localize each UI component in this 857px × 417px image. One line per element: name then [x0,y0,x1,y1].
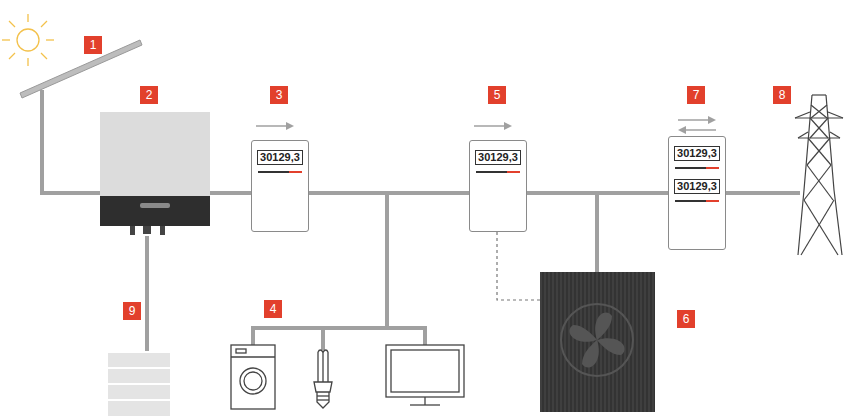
energy-meter: 30129,3 30129,3 [668,136,726,250]
callout-number: 3 [270,86,288,104]
meter-register: 30129,3 [674,146,720,169]
meter-reading: 30129,3 [257,150,303,165]
control-line [497,232,540,300]
energy-meter: 30129,3 [469,140,527,232]
solar-panel [20,40,142,98]
wire [42,90,800,352]
battery [107,352,171,417]
light-bulb [314,350,332,408]
power-pylon [795,95,843,255]
meter-register: 30129,3 [257,150,303,173]
energy-meter: 30129,3 [251,140,309,232]
monitor [386,345,464,405]
meter-indicator [675,167,719,169]
heat-pump [540,272,655,412]
callout-number: 4 [264,300,282,318]
callout-number: 9 [123,302,141,320]
callout-number: 5 [488,86,506,104]
meter-register: 30129,3 [674,179,720,202]
inverter [100,112,210,235]
meter-reading: 30129,3 [674,179,720,194]
meter-indicator [258,171,302,173]
meter-indicator [476,171,520,173]
flow-arrow [256,116,716,134]
sun [2,14,54,66]
callout-number: 2 [140,86,158,104]
meter-indicator [675,200,719,202]
callout-number: 8 [773,86,791,104]
meter-reading: 30129,3 [475,150,521,165]
callout-number: 7 [687,86,705,104]
callout-number: 6 [677,310,695,328]
callout-number: 1 [84,36,102,54]
meter-reading: 30129,3 [674,146,720,161]
washing-machine [231,345,275,409]
power-line [527,191,668,195]
meter-register: 30129,3 [475,150,521,173]
power-line [309,191,469,195]
